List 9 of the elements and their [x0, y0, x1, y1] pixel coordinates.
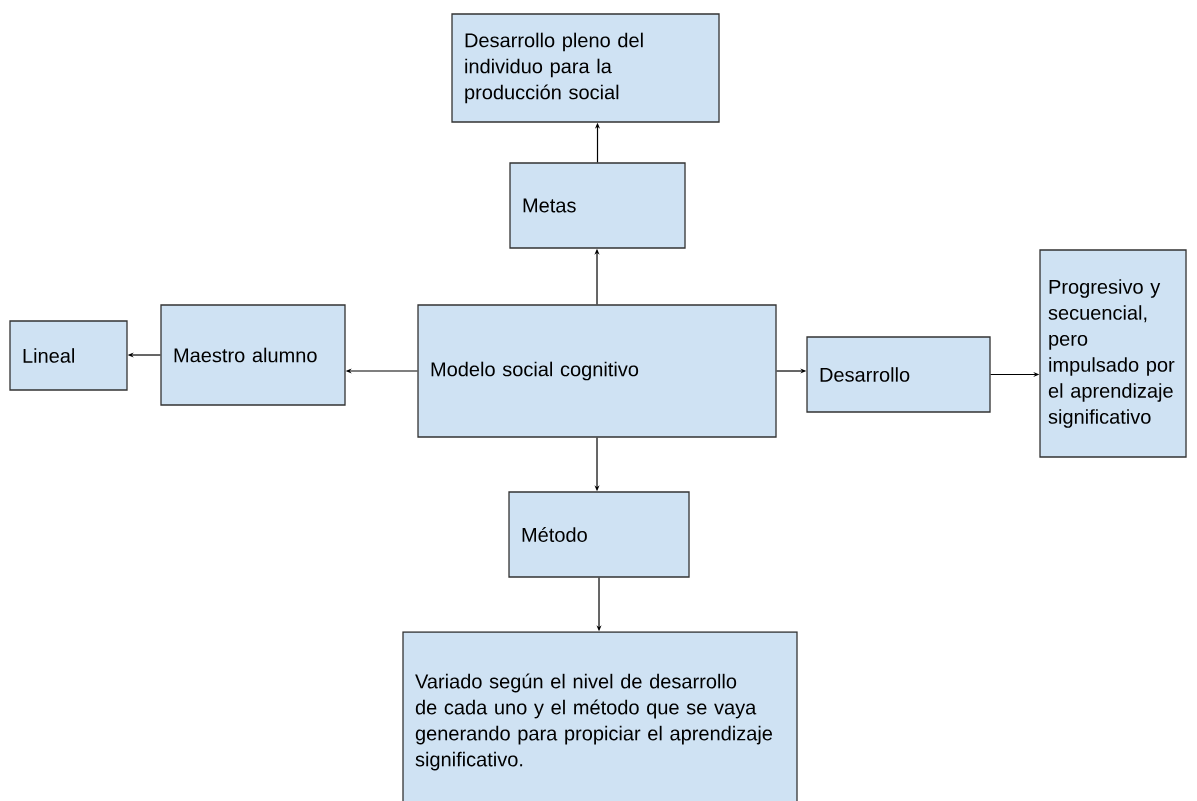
process-box: Maestro alumno — [160, 304, 346, 406]
process-box: Metas — [509, 162, 686, 249]
process-box: Desarrollo pleno del individuo para la producción social — [451, 13, 720, 123]
process-box: Lineal — [9, 320, 128, 391]
process-box: Variado según el nivel de desarrollo de cada uno y el método que se vaya generando para propiciar el aprendizaje significativo. — [402, 631, 798, 801]
process-box: Desarrollo — [806, 336, 991, 413]
process-box: Progresivo y secuencial, pero impulsado por el aprendizaje significativo — [1039, 249, 1187, 458]
process-box: Método — [508, 491, 690, 578]
process-box: Modelo social cognitivo — [417, 304, 777, 438]
